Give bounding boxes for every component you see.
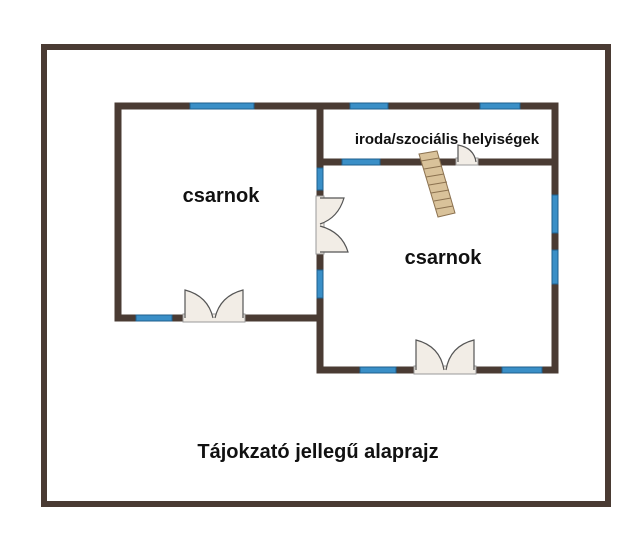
window xyxy=(551,194,559,234)
room-label-left-hall: csarnok xyxy=(183,185,261,207)
window xyxy=(501,366,543,374)
window xyxy=(349,102,389,110)
outer-boundary xyxy=(41,44,611,507)
left-hall-walls xyxy=(114,102,324,322)
room-label-right-hall: csarnok xyxy=(405,247,483,269)
window xyxy=(316,167,324,191)
window xyxy=(479,102,521,110)
window xyxy=(135,314,173,322)
window xyxy=(316,269,324,299)
window xyxy=(189,102,255,110)
room-label-office: iroda/szociális helyiségek xyxy=(355,131,540,148)
window xyxy=(359,366,397,374)
windows xyxy=(135,102,559,374)
window xyxy=(551,249,559,285)
plan-caption: Tájokzató jellegű alaprajz xyxy=(197,441,438,463)
door-office xyxy=(455,144,479,166)
door-shared-wall xyxy=(315,195,349,255)
window xyxy=(341,158,381,166)
door-right-hall xyxy=(413,339,477,375)
staircase xyxy=(418,150,456,218)
door-left-hall xyxy=(182,289,246,323)
